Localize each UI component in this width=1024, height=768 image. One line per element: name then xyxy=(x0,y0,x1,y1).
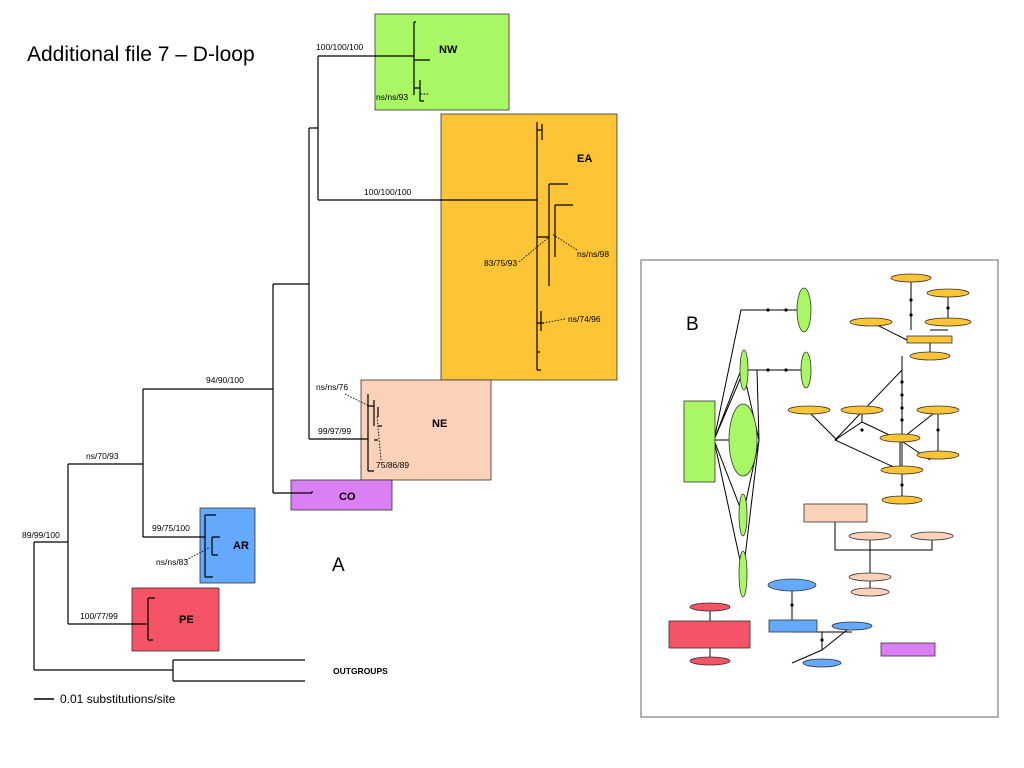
mutation-step-dot xyxy=(860,428,864,432)
clade-box-ea xyxy=(440,113,618,381)
haplotype-node-ne xyxy=(803,503,868,523)
support-ingroup-upper: 94/90/100 xyxy=(206,375,244,385)
haplotype-node-ar xyxy=(768,619,818,633)
support-ne-inner-b: 75/86/89 xyxy=(376,460,409,470)
haplotype-node-ea xyxy=(879,433,921,443)
haplotype-node-nw xyxy=(683,400,716,483)
support-root: 89/99/100 xyxy=(22,530,60,540)
haplotype-node-nw xyxy=(738,550,748,598)
mutation-step-dot xyxy=(790,603,794,607)
haplotype-node-ea xyxy=(880,465,924,475)
support-ea-inner-c: ns/74/96 xyxy=(568,314,601,324)
support-pe-root: 100/77/99 xyxy=(80,611,118,621)
mutation-step-dot xyxy=(766,368,770,372)
haplotype-node-ne xyxy=(848,572,892,582)
support-ne-inner-a: ns/ns/76 xyxy=(316,382,348,392)
support-nw-inner: ns/ns/93 xyxy=(376,92,408,102)
outgroups-label: OUTGROUPS xyxy=(333,666,388,676)
haplotype-node-ea xyxy=(840,405,884,415)
mutation-step-dot xyxy=(784,308,788,312)
mutation-step-dot xyxy=(766,308,770,312)
haplotype-node-ne xyxy=(848,531,892,541)
figure-title: Additional file 7 – D-loop xyxy=(27,43,255,66)
clade-box-pe xyxy=(131,587,220,652)
haplotype-node-pe xyxy=(689,656,731,666)
support-ea-root: 100/100/100 xyxy=(364,187,412,197)
mutation-step-dot xyxy=(946,306,950,310)
support-ar-root: 99/75/100 xyxy=(152,523,190,533)
clade-box-nw xyxy=(374,13,510,111)
clade-label-ar: AR xyxy=(233,540,249,552)
scale-label: 0.01 substitutions/site xyxy=(60,692,176,706)
haplotype-node-ea xyxy=(849,317,893,327)
haplotype-node-ar xyxy=(831,621,873,631)
haplotype-node-pe xyxy=(689,602,731,612)
phylogenetic-tree xyxy=(33,21,573,682)
mutation-step-dot xyxy=(909,298,913,302)
panel-b-label: B xyxy=(686,314,699,335)
clade-label-ea: EA xyxy=(577,153,592,165)
clade-box-ar xyxy=(199,507,256,584)
mutation-step-dot xyxy=(820,638,824,642)
mutation-step-dot xyxy=(900,406,904,410)
haplotype-node-co xyxy=(880,642,936,657)
haplotype-node-ea xyxy=(924,317,972,327)
haplotype-node-ea xyxy=(909,351,951,361)
haplotype-node-ar xyxy=(767,578,817,592)
mutation-step-dot xyxy=(936,428,940,432)
haplotype-node-nw xyxy=(800,351,812,389)
support-ea-inner-a: 83/75/93 xyxy=(484,258,517,268)
support-ar-inner: ns/ns/83 xyxy=(156,557,188,567)
haplotype-node-ea xyxy=(881,495,923,505)
mutation-step-dot xyxy=(900,483,904,487)
haplotype-node-ea xyxy=(916,405,960,415)
support-ne-root: 99/97/99 xyxy=(318,426,351,436)
haplotype-node-ne xyxy=(910,531,954,541)
haplotype-node-nw xyxy=(728,403,758,477)
clade-box-ne xyxy=(360,379,492,481)
clade-box-co xyxy=(290,479,393,511)
mutation-step-dot xyxy=(784,368,788,372)
clade-label-nw: NW xyxy=(439,44,458,56)
haplotype-node-ar xyxy=(802,658,842,668)
haplotype-node-ne xyxy=(850,587,890,597)
haplotype-node-ea xyxy=(906,335,953,344)
support-ea-inner-b: ns/ns/98 xyxy=(577,249,609,259)
haplotype-node-nw xyxy=(739,349,749,391)
haplotype-node-ea xyxy=(890,273,932,283)
mutation-step-dot xyxy=(900,380,904,384)
mutation-step-dot xyxy=(900,418,904,422)
mutation-step-dot xyxy=(909,313,913,317)
panel-a-label: A xyxy=(332,555,345,576)
haplotype-node-ea xyxy=(787,405,831,415)
mutation-step-dot xyxy=(900,393,904,397)
haplotype-node-nw xyxy=(796,287,812,333)
haplotype-node-pe xyxy=(668,620,751,649)
support-nw-root: 100/100/100 xyxy=(316,42,364,52)
haplotype-node-ea xyxy=(916,450,960,460)
haplotype-node-nw xyxy=(738,493,748,537)
clade-label-ne: NE xyxy=(432,418,447,430)
support-ingroup: ns/70/93 xyxy=(86,451,119,461)
haplotype-node-ea xyxy=(926,288,970,298)
clade-label-co: CO xyxy=(339,491,356,503)
clade-label-pe: PE xyxy=(179,614,194,626)
